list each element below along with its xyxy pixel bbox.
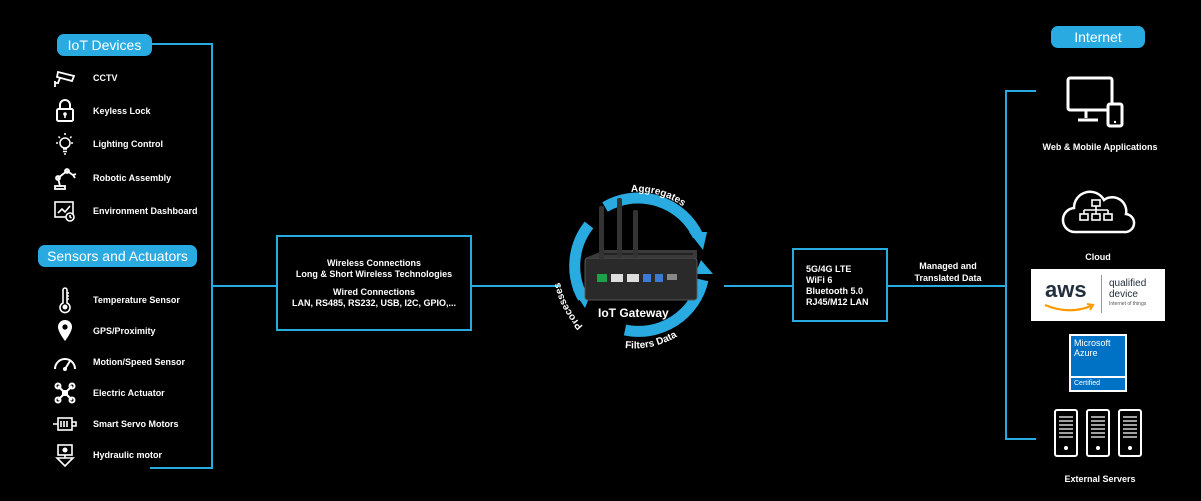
lightbulb-icon [50,131,80,157]
item-label: Lighting Control [93,139,163,149]
aws-smile-icon [1044,303,1095,312]
aws-line1: qualified [1109,278,1147,289]
connections-box: Wireless Connections Long & Short Wirele… [276,235,472,331]
managed-translated-label: Managed and Translated Data [898,260,998,284]
list-item-hydraulic-motor: Hydraulic motor [50,442,162,468]
network-lan: RJ45/M12 LAN [806,297,869,307]
list-item-temperature-sensor: Temperature Sensor [50,287,180,314]
list-item-motion-speed-sensor: Motion/Speed Sensor [50,349,185,375]
wired-title: Wired Connections [333,286,415,297]
list-item-electric-actuator: Electric Actuator [50,380,165,406]
list-item-gps-proximity: GPS/Proximity [50,318,156,344]
dashboard-icon [50,198,80,224]
item-label: Electric Actuator [93,388,165,398]
item-label: Environment Dashboard [93,206,198,216]
azure-line1: Microsoft [1074,338,1111,348]
aws-logo-text: aws [1045,277,1087,302]
item-label: Robotic Assembly [93,173,172,183]
item-label: Hydraulic motor [93,450,163,460]
hydraulic-motor-icon [50,442,80,468]
iot-devices-heading: IoT Devices [57,34,152,56]
speedometer-icon [50,349,80,375]
link-label-line2: Translated Data [914,273,982,283]
robot-arm-icon [50,165,80,191]
gateway-cycle-arrows: Aggregates Processes Filters Data [552,184,713,351]
sensors-actuators-heading: Sensors and Actuators [38,245,197,267]
gateway-label: IoT Gateway [598,306,669,320]
azure-logo: Microsoft Azure [1071,336,1125,376]
aws-line3: Internet of things [1109,301,1147,307]
network-box: 5G/4G LTE WiFi 6 Bluetooth 5.0 RJ45/M12 … [792,248,888,322]
list-item-smart-servo-motors: Smart Servo Motors [50,411,179,437]
list-item-environment-dashboard: Environment Dashboard [50,198,198,224]
list-item-robotic-assembly: Robotic Assembly [50,165,171,191]
aws-line2: device [1109,289,1138,300]
list-item-keyless-lock: Keyless Lock [50,98,151,124]
aws-qualified-device-badge: aws qualified device Internet of things [1031,269,1165,321]
servo-motor-icon [50,411,80,437]
web-mobile-label: Web & Mobile Applications [1042,142,1158,152]
aws-qualified-text: qualified device Internet of things [1109,278,1146,308]
external-servers-label: External Servers [1064,474,1136,484]
aws-divider [1101,275,1102,313]
wireless-desc: Long & Short Wireless Technologies [295,268,453,279]
list-item-lighting-control: Lighting Control [50,131,163,157]
item-label: Keyless Lock [93,106,151,116]
actuator-icon [50,380,80,406]
cloud-icon [1061,190,1136,234]
azure-line2: Azure [1074,348,1098,358]
cctv-icon [50,65,80,91]
network-wifi: WiFi 6 [806,275,833,285]
network-bluetooth: Bluetooth 5.0 [806,286,864,296]
thermometer-icon [50,287,80,314]
internet-heading: Internet [1051,26,1145,48]
list-item-cctv: CCTV [50,65,118,91]
item-label: Motion/Speed Sensor [93,357,186,367]
lock-icon [50,98,80,124]
item-label: GPS/Proximity [93,326,156,336]
cloud-label: Cloud [1085,252,1111,262]
item-label: Smart Servo Motors [93,419,179,429]
item-label: CCTV [93,73,118,83]
monitor-phone-icon [1066,76,1124,128]
location-pin-icon [50,318,80,344]
item-label: Temperature Sensor [93,295,180,305]
network-5g: 5G/4G LTE [806,264,852,274]
servers-icon [1054,409,1142,457]
link-label-line1: Managed and [919,261,977,271]
azure-certified-strip: Certified [1071,378,1125,390]
wireless-title: Wireless Connections [327,257,421,268]
wired-desc: LAN, RS485, RS232, USB, I2C, GPIO,... [291,297,457,308]
azure-certified-badge: Microsoft Azure Certified [1069,334,1127,392]
gateway-device [584,198,698,301]
